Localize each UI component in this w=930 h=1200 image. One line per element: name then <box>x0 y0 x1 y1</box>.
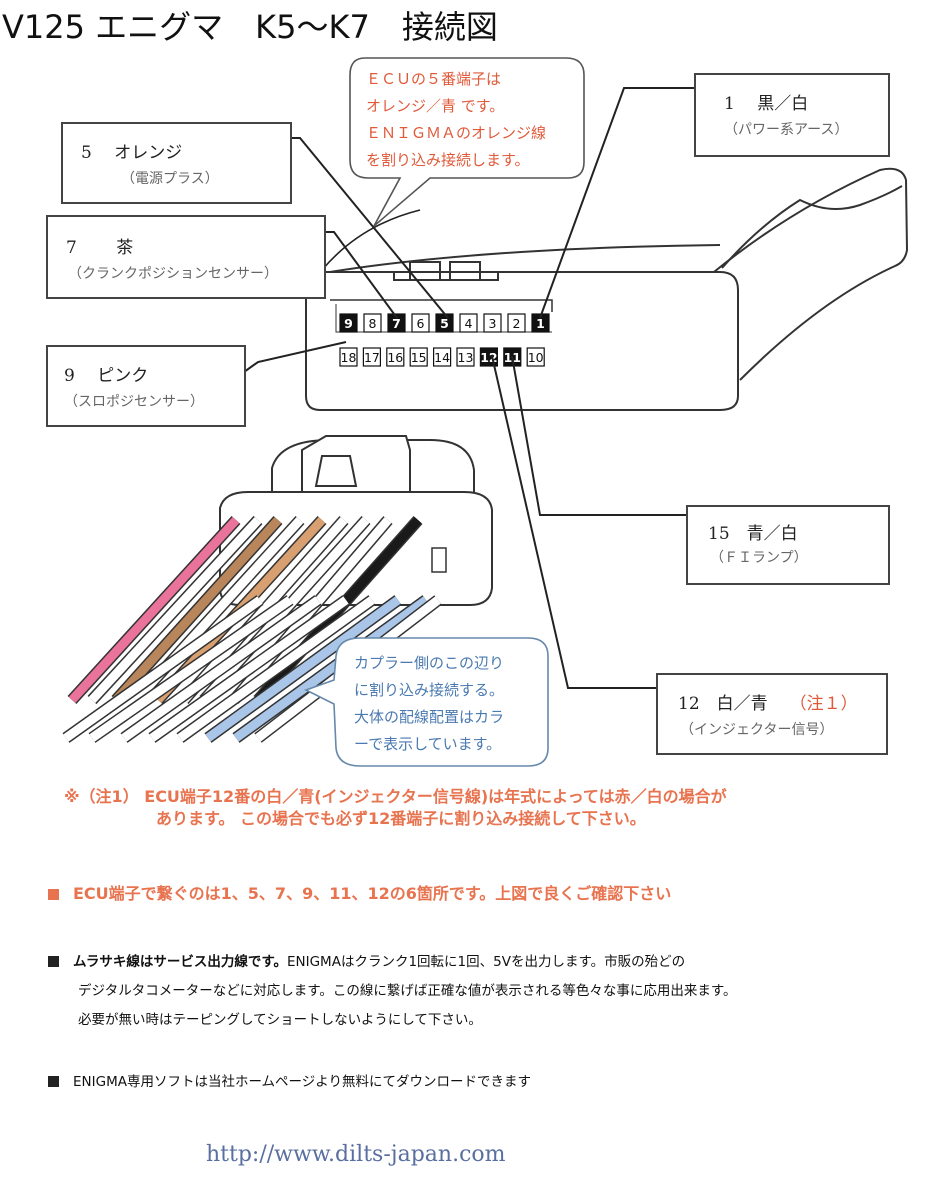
label-pin15-sub: （ＦＩランプ） <box>710 550 808 566</box>
wire <box>121 596 321 742</box>
connector-pin-17: 17 <box>362 347 381 367</box>
connector-pin-label: 17 <box>364 350 380 365</box>
label-pin12-main-text: 12 白／青 <box>678 694 768 714</box>
callout-coupler-line: ーで表示しています。 <box>354 735 502 753</box>
label-pin7-sub: （クランクポジションセンサー） <box>68 266 278 282</box>
connector-pin-label: 13 <box>458 350 474 365</box>
connector-pin-label: 18 <box>341 350 357 365</box>
wire <box>149 596 349 742</box>
connector-pin-14: 14 <box>433 347 452 367</box>
connector-pin-6: 6 <box>411 313 430 333</box>
callout-coupler-line: に割り込み接続する。 <box>354 681 505 699</box>
wire <box>63 596 263 742</box>
callout-coupler-line: カプラー側のこの辺り <box>354 654 505 672</box>
callout-ecu-line: ＥＣＵの５番端子は <box>366 70 502 88</box>
bullet-purple-wire: ムラサキ線はサービス出力線です。ENIGMAはクランク1回転に1回、5Vを出力し… <box>48 948 737 1035</box>
connector-pin-label: 16 <box>387 350 403 365</box>
note-1: ※（注1） ECU端子12番の白／青(インジェクター信号線)は年式によっては赤／… <box>64 786 727 830</box>
connector-pin-label: 12 <box>480 350 497 365</box>
wire-bundle <box>62 515 442 743</box>
bullet-square-icon <box>48 956 59 967</box>
callout-bubble-coupler <box>303 637 549 767</box>
label-pin7: 7 茶 （クランクポジションセンサー） <box>46 215 326 299</box>
connector-pin-18: 18 <box>339 347 358 367</box>
connector-pin-9: 9 <box>339 313 358 333</box>
label-pin1-sub: （パワー系アース） <box>724 122 849 138</box>
website-url[interactable]: http://www.dilts-japan.com <box>206 1142 506 1167</box>
bullet-software-text: ENIGMA専用ソフトは当社ホームページより無料にてダウンロードできます <box>73 1074 532 1090</box>
wire <box>68 516 240 704</box>
wire <box>112 516 282 704</box>
label-pin12: 12 白／青 （注１） （インジェクター信号） <box>656 673 888 755</box>
bullet-square-icon <box>48 1076 59 1087</box>
label-pin5-main: 5 オレンジ <box>81 143 183 163</box>
connector-pin-label: 15 <box>411 350 427 365</box>
callout-ecu-line: ＥＮＩＧＭＡのオレンジ線 <box>366 124 547 142</box>
connector-pin-15: 15 <box>409 347 428 367</box>
connector-pin-label: 5 <box>440 316 449 331</box>
bullet-purple-wire-rest: ENIGMAはクランク1回転に1回、5Vを出力します。市販の殆どの <box>286 954 686 970</box>
callout-coupler-line: 大体の配線配置はカラ <box>354 708 505 726</box>
callout-coupler-text: カプラー側のこの辺り に割り込み接続する。 大体の配線配置はカラ ーで表示してい… <box>354 650 504 758</box>
bullet-purple-wire-line2: デジタルタコメーターなどに対応します。この線に繋げば正確な値が表示される等色々な… <box>78 983 737 999</box>
bullet-purple-wire-line3: 必要が無い時はテーピングしてショートしないようにして下さい。 <box>78 1012 482 1028</box>
wire <box>89 596 293 742</box>
connector-pin-10: 10 <box>526 347 545 367</box>
connector-pin-label: 9 <box>344 316 353 331</box>
label-pin1: 1 黒／白 （パワー系アース） <box>694 73 890 157</box>
connector-pin-4: 4 <box>459 313 478 333</box>
connector-pin-label: 8 <box>369 316 377 331</box>
callout-ecu-text: ＥＣＵの５番端子は オレンジ／青 です。 ＥＮＩＧＭＡのオレンジ線 を割り込み接… <box>366 66 546 174</box>
connector-pin-13: 13 <box>456 347 475 367</box>
connector-pin-2: 2 <box>507 313 526 333</box>
bullet-purple-wire-bold: ムラサキ線はサービス出力線です。 <box>73 954 287 970</box>
connector-pin-5: 5 <box>435 313 454 333</box>
label-pin9: 9 ピンク （スロポジセンサー） <box>46 345 246 427</box>
connector-pin-16: 16 <box>386 347 405 367</box>
connector-pin-label: 2 <box>513 316 521 331</box>
bullet-square-icon <box>48 889 59 900</box>
connector-pin-label: 10 <box>528 350 544 365</box>
label-pin5-sub: （電源プラス） <box>121 171 219 187</box>
label-pin12-main: 12 白／青 （注１） <box>678 689 858 714</box>
label-pin12-note: （注１） <box>789 694 858 714</box>
callout-ecu-line: オレンジ／青 です。 <box>366 97 505 115</box>
wire <box>88 516 262 704</box>
connector-pin-label: 6 <box>417 316 425 331</box>
connector-pin-label: 4 <box>465 316 473 331</box>
wire <box>205 596 401 742</box>
page-title: V125 エニグマ K5～K7 接続図 <box>2 8 498 46</box>
connector-pin-12: 12 <box>479 347 498 367</box>
connector-pin-label: 14 <box>434 350 450 365</box>
wire <box>233 596 429 742</box>
label-pin12-sub: （インジェクター信号） <box>680 722 834 738</box>
connector-pin-7: 7 <box>387 313 406 333</box>
label-pin9-main: 9 ピンク <box>64 366 149 386</box>
note-1-line1: ※（注1） ECU端子12番の白／青(インジェクター信号線)は年式によっては赤／… <box>64 787 727 806</box>
bullet-ecu-terminals: ECU端子で繋ぐのは1、5、7、9、11、12の6箇所です。上図で良くご確認下さ… <box>48 880 671 904</box>
connector-pin-label: 3 <box>489 316 497 331</box>
bullet-software: ENIGMA専用ソフトは当社ホームページより無料にてダウンロードできます <box>48 1068 531 1097</box>
label-pin7-main: 7 茶 <box>66 238 134 258</box>
label-pin15-main: 15 青／白 <box>708 524 798 544</box>
label-pin5: 5 オレンジ （電源プラス） <box>61 122 292 204</box>
note-1-line2: あります。 この場合でも必ず12番端子に割り込み接続して下さい。 <box>156 809 646 828</box>
label-pin9-sub: （スロポジセンサー） <box>64 394 204 410</box>
callout-ecu-line: を割り込み接続します。 <box>366 151 530 169</box>
label-pin1-main: 1 黒／白 <box>724 94 809 114</box>
label-pin15: 15 青／白 （ＦＩランプ） <box>686 505 890 585</box>
bullet-ecu-terminals-text: ECU端子で繋ぐのは1、5、7、9、11、12の6箇所です。上図で良くご確認下さ… <box>73 884 672 903</box>
wire <box>177 596 375 742</box>
connector-pin-label: 1 <box>536 316 545 331</box>
connector-pin-label: 7 <box>392 316 401 331</box>
connector-pin-3: 3 <box>483 313 502 333</box>
callout-bubble-ecu <box>349 57 585 227</box>
leader-lines <box>243 87 694 689</box>
connector-pin-8: 8 <box>363 313 382 333</box>
